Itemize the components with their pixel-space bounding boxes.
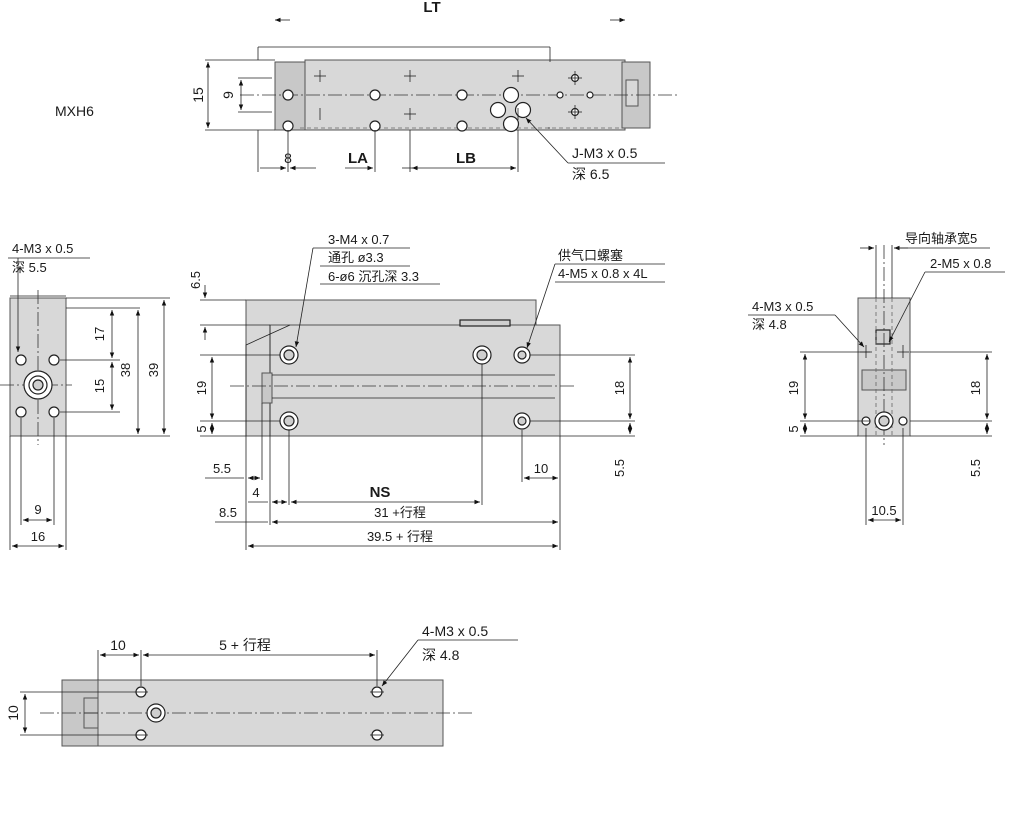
front-dim-6-5: 6.5 [188, 271, 203, 289]
right-end-view: 导向轴承宽5 2-M5 x 0.8 4-M3 x 0.5 深 4.8 19 5 … [748, 231, 1005, 525]
left-end-dim-16: 16 [31, 529, 45, 544]
right-end-callout-left-line1: 4-M3 x 0.5 [752, 299, 813, 314]
top-thread-hole [514, 101, 532, 119]
left-end-dim-17: 17 [92, 327, 107, 341]
front-callout-right-line2: 4-M5 x 0.8 x 4L [558, 266, 648, 281]
top-dim-lt: LT [423, 0, 440, 16]
top-mount-hole [282, 120, 294, 132]
front-dim-18: 18 [612, 381, 627, 395]
top-dim-15: 15 [190, 87, 206, 103]
right-end-dim-10-5: 10.5 [871, 503, 896, 518]
top-dim-la: LA [348, 150, 368, 167]
top-view-plug [625, 79, 639, 107]
top-mount-hole [282, 89, 294, 101]
top-view: LT 15 9 8 LA LB J-M3 x 0.5 深 6.5 [190, 0, 680, 182]
left-end-hole [15, 354, 27, 366]
front-dim-10: 10 [534, 461, 548, 476]
right-end-callout-top: 导向轴承宽5 [905, 231, 977, 246]
bottom-dim-5-stroke: 5 + 行程 [219, 637, 271, 653]
top-dim-9: 9 [220, 91, 236, 99]
top-mount-hole [369, 120, 381, 132]
front-callout-left-line3: 6-ø6 沉孔深 3.3 [328, 269, 419, 284]
right-end-callout-left-line2: 深 4.8 [752, 317, 787, 332]
top-callout-line2: 深 6.5 [572, 166, 610, 182]
right-end-dim-5: 5 [786, 425, 801, 432]
front-dim-31: 31 +行程 [374, 505, 426, 520]
left-end-callout-line2: 深 5.5 [12, 260, 47, 275]
top-dim-lb: LB [456, 150, 476, 167]
left-end-dim-9: 9 [34, 502, 41, 517]
right-end-dim-19: 19 [786, 381, 801, 395]
bottom-callout-line2: 深 4.8 [422, 647, 460, 663]
top-mount-hole [369, 89, 381, 101]
left-end-dim-15: 15 [92, 379, 107, 393]
left-end-dim-38: 38 [118, 363, 133, 377]
bottom-dim-10: 10 [110, 637, 126, 653]
front-dim-5-5: 5.5 [213, 461, 231, 476]
left-end-view: 4-M3 x 0.5 深 5.5 17 15 38 39 9 16 [0, 241, 170, 550]
front-view-body [269, 324, 561, 437]
bottom-view: 10 5 + 行程 10 4-M3 x 0.5 深 4.8 [5, 623, 518, 747]
front-dim-39-5: 39.5 + 行程 [367, 529, 433, 544]
bottom-callout-line1: 4-M3 x 0.5 [422, 623, 488, 639]
bottom-dim-10-vertical: 10 [5, 705, 21, 721]
top-callout-line1: J-M3 x 0.5 [572, 145, 638, 161]
front-dim-5: 5 [194, 425, 209, 432]
right-end-callout-right: 2-M5 x 0.8 [930, 256, 991, 271]
front-dim-8-5: 8.5 [219, 505, 237, 520]
top-mount-hole [456, 120, 468, 132]
right-end-dim-5-5: 5.5 [968, 459, 983, 477]
front-callout-left-line1: 3-M4 x 0.7 [328, 232, 389, 247]
front-dim-ns: NS [370, 484, 391, 501]
front-callout-right-line1: 供气口螺塞 [558, 248, 623, 263]
top-thread-hole [502, 86, 520, 104]
top-dim-8: 8 [284, 150, 292, 166]
front-view: 3-M4 x 0.7 通孔 ø3.3 6-ø6 沉孔深 3.3 供气口螺塞 4-… [188, 232, 665, 550]
left-end-hole [48, 406, 60, 418]
model-label: MXH6 [55, 103, 94, 119]
left-end-callout-line1: 4-M3 x 0.5 [12, 241, 73, 256]
left-end-hole [48, 354, 60, 366]
right-end-dim-18: 18 [968, 381, 983, 395]
front-callout-left-line2: 通孔 ø3.3 [328, 250, 384, 265]
left-end-dim-39: 39 [146, 363, 161, 377]
top-mount-hole [456, 89, 468, 101]
front-dim-4: 4 [252, 485, 259, 500]
front-dim-19: 19 [194, 381, 209, 395]
front-dim-5-5-right: 5.5 [612, 459, 627, 477]
top-thread-hole [502, 115, 520, 133]
top-thread-hole [489, 101, 507, 119]
left-end-hole [15, 406, 27, 418]
